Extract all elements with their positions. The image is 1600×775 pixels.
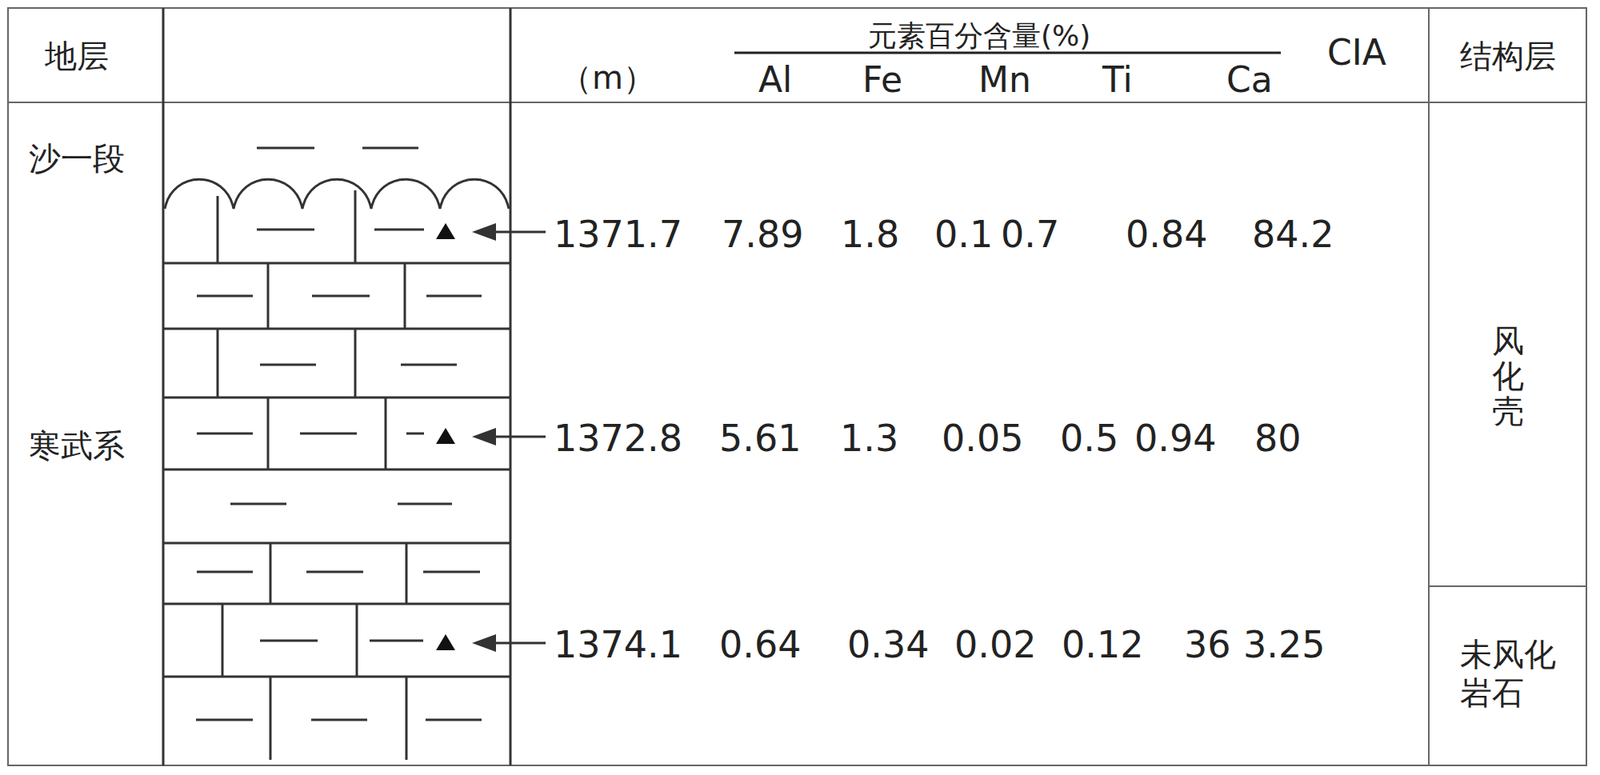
value-cell: 36 — [1184, 624, 1232, 667]
element-header: Ca — [1226, 60, 1273, 101]
stratum-name: 寒武系 — [28, 427, 125, 464]
depth-label: 1374.1 — [553, 624, 683, 667]
value-cell: 0.64 — [719, 624, 801, 667]
layer-name: 风化壳 — [1492, 323, 1524, 429]
value-cell: 0.5 — [1060, 417, 1119, 460]
element-header: Al — [758, 60, 792, 101]
value-cell: 7.89 — [721, 213, 804, 256]
element-header: Mn — [978, 60, 1032, 101]
depth-label: 1371.7 — [553, 213, 683, 256]
column-header: 地层 — [44, 37, 109, 75]
value-cell: 1.8 — [840, 213, 900, 256]
value-cell: 0.7 — [1000, 213, 1060, 256]
stratum-name: 沙一段 — [28, 140, 125, 177]
value-cell: 5.61 — [719, 417, 801, 460]
element-header: Ti — [1102, 60, 1133, 101]
layer-name: 未风化岩石 — [1460, 635, 1556, 712]
column-header: 结构层 — [1460, 37, 1556, 75]
value-cell: 0.34 — [847, 624, 929, 667]
unit-label: （m） — [560, 59, 656, 96]
value-cell: 0.05 — [941, 417, 1024, 460]
value-cell: 0.84 — [1125, 213, 1208, 256]
value-cell: 0.12 — [1061, 624, 1144, 667]
value-cell: 84.2 — [1252, 213, 1334, 256]
value-cell: 80 — [1254, 417, 1302, 460]
mudstone-dashes — [196, 148, 482, 720]
element-header: Fe — [862, 60, 903, 101]
depth-label: 1372.8 — [553, 417, 683, 460]
value-cell: 1.3 — [840, 417, 899, 460]
lithology-column — [163, 8, 511, 766]
value-cell: 0.94 — [1134, 417, 1216, 460]
value-cell: 0.02 — [954, 624, 1036, 667]
table-grid — [8, 8, 1587, 766]
column-header: CIA — [1327, 32, 1387, 74]
sample-leaders — [472, 223, 546, 652]
sample-markers — [436, 223, 456, 651]
column-header: 元素百分含量(%) — [868, 19, 1091, 52]
value-cell: 3.25 — [1243, 624, 1325, 667]
value-cell: 0.1 — [934, 213, 993, 256]
